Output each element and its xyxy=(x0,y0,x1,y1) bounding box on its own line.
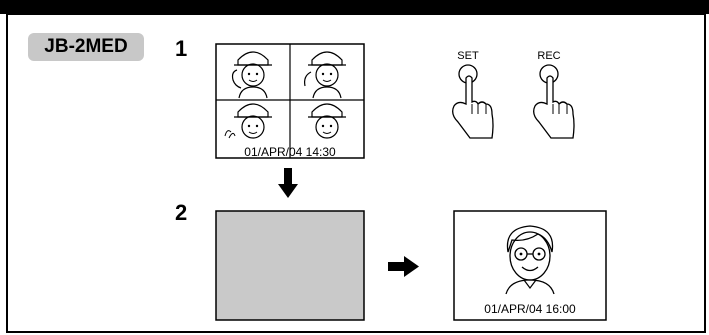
set-button-label: SET xyxy=(457,50,479,62)
step-2-number: 2 xyxy=(175,200,188,225)
quad-view-monitor xyxy=(215,43,365,159)
arrow-right-icon xyxy=(388,256,419,277)
single-view-monitor xyxy=(453,210,607,321)
model-badge: JB-2MED xyxy=(28,33,144,61)
person-icon xyxy=(231,51,272,99)
quad-view-timestamp: 01/APR/04 14:30 xyxy=(244,145,336,159)
arrow-down-icon xyxy=(278,168,298,198)
header-strip xyxy=(0,0,709,14)
person-icon xyxy=(505,225,555,295)
person-icon xyxy=(308,103,346,139)
hand-pressing-icon xyxy=(452,75,494,139)
single-view-timestamp: 01/APR/04 16:00 xyxy=(484,302,576,316)
blank-screen xyxy=(215,210,365,321)
step-1-number: 1 xyxy=(175,36,188,61)
rec-button-label: REC xyxy=(537,50,561,62)
person-icon xyxy=(224,103,272,139)
person-icon xyxy=(304,51,346,99)
hand-pressing-icon xyxy=(533,75,575,139)
